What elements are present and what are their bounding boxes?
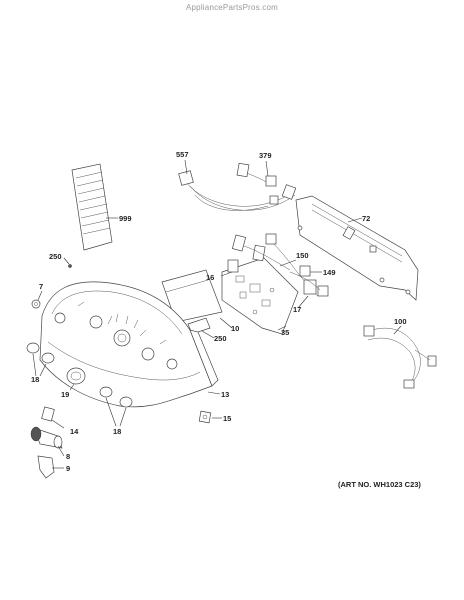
callout-72: 72 — [362, 214, 370, 223]
part-7-screw — [31, 299, 41, 309]
part-250-clip — [68, 264, 72, 268]
callout-16: 16 — [206, 273, 214, 282]
part-8-actuator — [30, 426, 63, 449]
part-18-knob-left — [26, 342, 55, 364]
callout-8: 8 — [66, 452, 70, 461]
part-100-wire-harness — [363, 325, 437, 389]
callout-9: 9 — [66, 464, 70, 473]
part-999-sheet — [71, 163, 113, 251]
part-16-switch — [227, 234, 291, 273]
callout-13: 13 — [221, 390, 229, 399]
callout-18-left: 18 — [31, 375, 39, 384]
callout-250-bottom: 250 — [214, 334, 227, 343]
callout-17: 17 — [293, 305, 301, 314]
callout-35: 35 — [281, 328, 289, 337]
part-557-379-wire-harness — [178, 162, 297, 211]
callout-250-top: 250 — [49, 252, 62, 261]
callout-19: 19 — [61, 390, 69, 399]
part-15-clip — [198, 410, 212, 424]
callout-labels: 557 379 72 999 250 7 16 150 149 17 100 1… — [31, 150, 407, 473]
callout-15: 15 — [223, 414, 231, 423]
callout-379: 379 — [259, 151, 272, 160]
callout-149: 149 — [323, 268, 336, 277]
art-number: (ART NO. WH1023 C23) — [338, 480, 421, 489]
part-72-rear-panel — [295, 195, 419, 301]
part-9-bracket — [37, 455, 55, 479]
part-35-control-board — [221, 257, 299, 335]
watermark: AppliancePartsPros.com — [186, 3, 278, 12]
callout-14: 14 — [70, 427, 79, 436]
callout-999: 999 — [119, 214, 132, 223]
callout-10: 10 — [231, 324, 239, 333]
callout-7: 7 — [39, 282, 43, 291]
part-149-sensor — [289, 265, 329, 297]
callout-557: 557 — [176, 150, 189, 159]
part-19-dial-knob — [66, 367, 86, 385]
part-14-clip — [41, 406, 55, 422]
part-18-knob-right — [99, 386, 133, 408]
callout-150: 150 — [296, 251, 309, 260]
callout-100: 100 — [394, 317, 407, 326]
callout-18-right: 18 — [113, 427, 121, 436]
